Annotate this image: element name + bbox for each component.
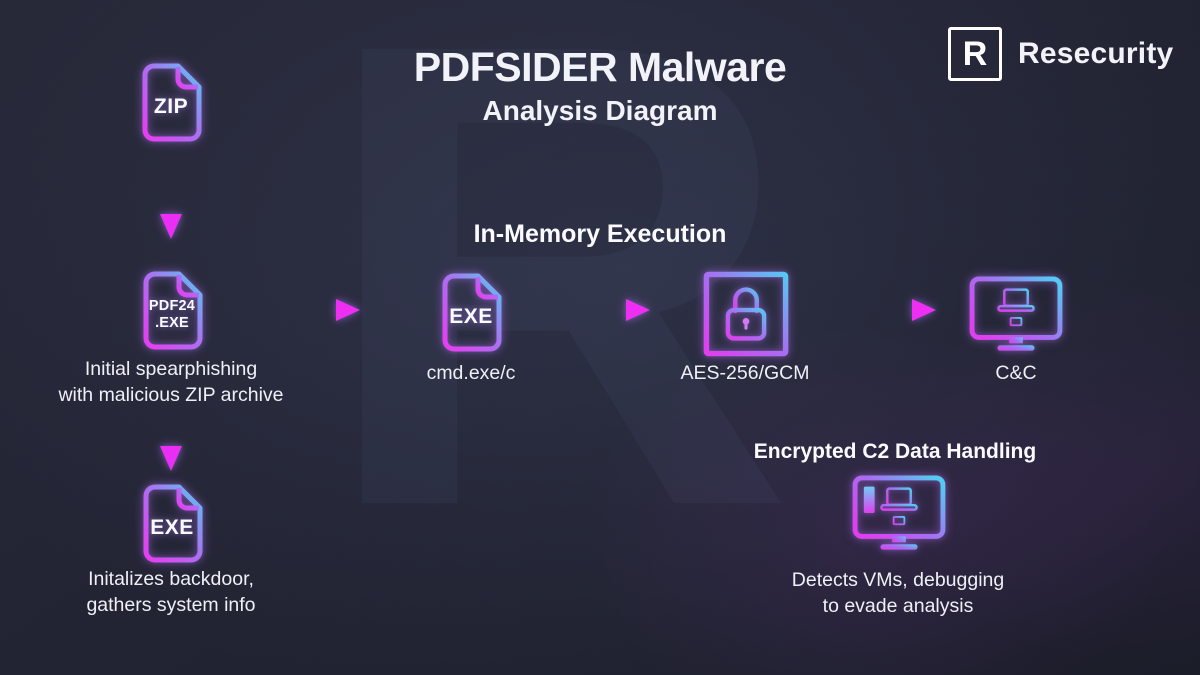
cnc-caption: C&C — [995, 362, 1037, 384]
c2-caption: Detects VMs, debugging to evade analysis — [791, 569, 1005, 617]
aes-caption: AES-256/GCM — [680, 362, 810, 384]
c2-monitor-icon — [849, 473, 949, 555]
resecurity-logo-icon: R — [948, 27, 1002, 81]
zip-file-icon: ZIP — [138, 62, 204, 144]
inmemory-heading: In-Memory Execution — [473, 220, 727, 248]
stage1-caption: Initial spearphishing with malicious ZIP… — [58, 358, 284, 406]
cnc-monitor-icon — [966, 274, 1066, 356]
zip-file-label: ZIP — [153, 95, 189, 118]
c2-heading: Encrypted C2 Data Handling — [753, 440, 1037, 463]
arrow-right-icon — [292, 297, 362, 323]
page-subtitle: Analysis Diagram — [482, 95, 718, 126]
arrow-down-icon — [158, 176, 184, 242]
aes-lock-icon — [702, 270, 790, 358]
exe-file-icon: EXE — [139, 483, 205, 565]
arrow-right-icon — [868, 297, 938, 323]
background-watermark-r: R — [318, 0, 795, 643]
arrow-right-icon — [582, 297, 652, 323]
pdf24-file-icon: PDF24 .EXE — [139, 270, 205, 352]
brand-logo: R Resecurity — [948, 27, 1173, 81]
cmd-exe-file-label: EXE — [449, 305, 493, 328]
brand-name: Resecurity — [1018, 37, 1174, 70]
page-title: PDFSIDER Malware — [413, 44, 787, 90]
exe-file-label: EXE — [150, 516, 194, 539]
stage2-caption: Initalizes backdoor, gathers system info — [86, 568, 256, 616]
cmd-exe-file-icon: EXE — [438, 272, 504, 354]
cmd-caption: cmd.exe/c — [426, 362, 516, 384]
arrow-down-icon — [158, 408, 184, 474]
pdf24-file-label: PDF24 .EXE — [148, 297, 196, 332]
